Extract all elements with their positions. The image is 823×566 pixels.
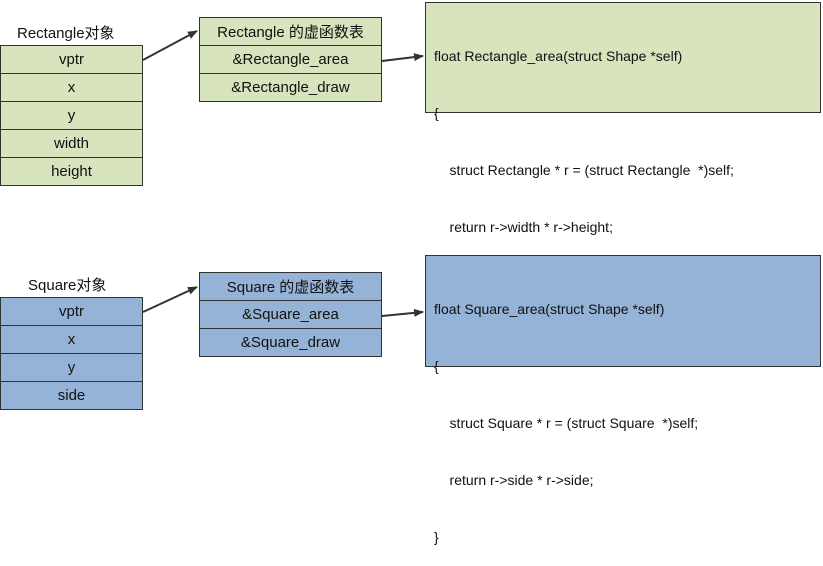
- square-object-title: Square对象: [28, 277, 107, 294]
- rectangle-vtable: Rectangle 的虚函数表 &Rectangle_area &Rectang…: [199, 17, 382, 102]
- square-code-line-4: return r->side * r->side;: [434, 472, 594, 488]
- square-vtable-title: Square 的虚函数表: [199, 272, 382, 301]
- square-vtable: Square 的虚函数表 &Square_area &Square_draw: [199, 272, 382, 357]
- rectangle-object-table: vptr x y width height: [0, 45, 143, 186]
- rectangle-object-title: Rectangle对象: [17, 25, 115, 42]
- arrow-rect-vtable-to-code: [381, 53, 424, 62]
- rectangle-code-line-3: struct Rectangle * r = (struct Rectangle…: [434, 162, 734, 178]
- square-field-x: x: [0, 325, 143, 354]
- arrow-square-vtable-to-code: [381, 308, 424, 317]
- connector-arrows: [142, 30, 424, 317]
- square-field-y: y: [0, 353, 143, 382]
- square-code-line-1: float Square_area(struct Shape *self): [434, 301, 665, 317]
- square-code-line-5: }: [434, 529, 439, 545]
- square-object-table: vptr x y side: [0, 297, 143, 410]
- rectangle-code-line-2: {: [434, 105, 439, 121]
- rectangle-code-line-1: float Rectangle_area(struct Shape *self): [434, 48, 683, 64]
- rectangle-code-line-4: return r->width * r->height;: [434, 219, 613, 235]
- arrow-square-vptr-to-vtable: [142, 286, 198, 313]
- square-vtable-entry-area: &Square_area: [199, 300, 382, 329]
- rectangle-vtable-title: Rectangle 的虚函数表: [199, 17, 382, 46]
- rectangle-vtable-entry-draw: &Rectangle_draw: [199, 73, 382, 102]
- square-code-line-3: struct Square * r = (struct Square *)sel…: [434, 415, 699, 431]
- rectangle-field-height: height: [0, 157, 143, 186]
- square-vtable-entry-draw: &Square_draw: [199, 328, 382, 357]
- rectangle-field-width: width: [0, 129, 143, 158]
- square-field-vptr: vptr: [0, 297, 143, 326]
- rectangle-area-code-box: float Rectangle_area(struct Shape *self)…: [425, 2, 821, 292]
- square-code-line-2: {: [434, 358, 439, 374]
- arrow-rect-vptr-to-vtable: [142, 30, 198, 61]
- rectangle-field-x: x: [0, 73, 143, 102]
- square-field-side: side: [0, 381, 143, 410]
